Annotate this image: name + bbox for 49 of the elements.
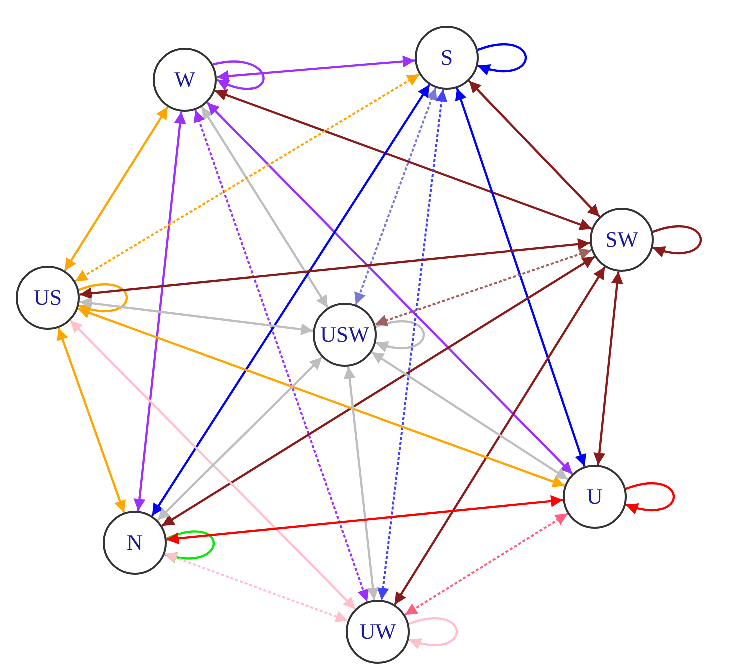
- state-circle: [313, 303, 377, 367]
- double-arrow: [166, 495, 564, 545]
- double-arrow: [374, 248, 592, 326]
- double-arrow: [468, 80, 601, 218]
- self-loop-arrow: [212, 60, 265, 90]
- double-arrow: [164, 552, 348, 622]
- double-arrow: [377, 90, 448, 600]
- state-circle: [415, 26, 479, 90]
- double-arrow: [80, 297, 314, 336]
- self-loop-arrow: [408, 618, 458, 650]
- self-loop-arrow: [164, 530, 215, 564]
- double-arrow: [344, 366, 380, 600]
- double-arrow: [134, 112, 186, 512]
- double-arrow: [594, 272, 624, 466]
- node-label: UW: [360, 619, 396, 645]
- self-loop-arrow: [78, 284, 128, 316]
- double-arrow: [371, 351, 569, 481]
- double-arrow: [80, 238, 590, 300]
- node-label: US: [34, 285, 62, 311]
- double-arrow: [78, 307, 566, 488]
- node-label: SW: [606, 227, 638, 253]
- double-arrow: [64, 106, 169, 272]
- double-arrow: [74, 74, 420, 282]
- double-arrow: [214, 90, 592, 230]
- node-label: USW: [320, 322, 370, 348]
- node-label: N: [127, 530, 143, 556]
- self-loop-arrow: [652, 226, 702, 258]
- double-arrow: [404, 513, 568, 616]
- double-arrow: [156, 356, 324, 522]
- node-label: U: [587, 484, 603, 510]
- double-arrow: [216, 56, 416, 82]
- state-circle: [16, 266, 80, 330]
- double-arrow: [354, 88, 438, 306]
- double-arrow: [162, 256, 596, 528]
- double-arrow: [70, 320, 356, 610]
- self-loop-arrow: [376, 320, 426, 352]
- double-arrow: [194, 110, 370, 602]
- double-arrow: [206, 102, 574, 475]
- double-arrow: [151, 84, 431, 517]
- node-label: W: [174, 67, 196, 93]
- node-label: S: [440, 45, 454, 71]
- state-circle: [346, 600, 410, 664]
- self-loop-arrow: [478, 44, 528, 76]
- double-arrow: [455, 88, 587, 468]
- double-arrow: [201, 106, 329, 308]
- state-circle: [590, 208, 654, 272]
- self-loop-arrow: [626, 482, 676, 514]
- double-arrow: [394, 266, 606, 606]
- double-arrow: [57, 328, 126, 514]
